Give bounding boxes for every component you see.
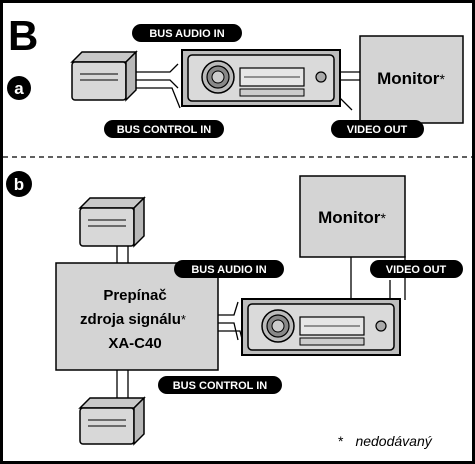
monitor-label: Monitor* [377,69,445,88]
label-bus-audio-in-text: BUS AUDIO IN [149,28,224,40]
label-b-video-out [370,260,463,278]
panel-b-badge-letter: b [14,175,24,194]
label-b-bus-control-in-text: BUS CONTROL IN [173,380,268,392]
label-bus-audio-in [132,24,242,42]
monitor-box [359,35,464,124]
monitor-b-box [299,175,406,258]
panel-b-badge [6,171,32,197]
source-selector-line1: Prepínač [103,287,166,304]
head-unit-icon [181,49,341,107]
section-letter: B [8,12,38,59]
label-b-bus-audio-in [174,260,284,278]
panel-a-badge [7,76,31,100]
label-video-out [331,120,424,138]
label-bus-control-in [104,120,224,138]
label-b-bus-audio-in-text: BUS AUDIO IN [191,264,266,276]
label-video-out-text: VIDEO OUT [347,124,408,136]
source-selector-model: XA-C40 [108,335,161,352]
source-selector-box [55,262,219,371]
cd-changer-top-icon [78,196,146,248]
panel-a-badge-letter: a [14,79,24,98]
panel-a: a [7,24,464,138]
label-bus-control-in-text: BUS CONTROL IN [117,124,212,136]
source-selector-line2: zdroja signálu* [80,311,186,328]
head-unit-b-icon [241,298,401,356]
monitor-b-label: Monitor* [318,208,386,227]
label-b-bus-control-in [158,376,282,394]
label-b-video-out-text: VIDEO OUT [386,264,447,276]
cd-changer-bottom-icon [78,396,146,446]
footnote: *nedodávaný [338,433,433,449]
cd-changer-icon [70,50,138,102]
panel-b: b [6,171,463,446]
